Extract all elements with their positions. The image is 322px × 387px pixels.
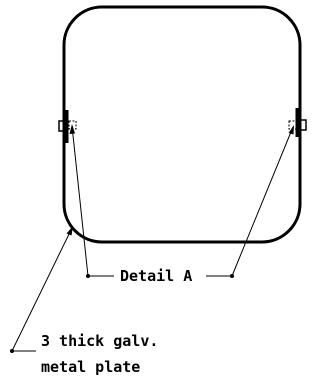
detail-a-right-leader bbox=[231, 126, 294, 277]
right-bracket-detail bbox=[288, 108, 307, 137]
detail-a-left-arrowhead bbox=[69, 124, 75, 134]
detail-a-left-dot bbox=[86, 274, 90, 278]
detail-a-left-leader bbox=[71, 125, 89, 277]
metal-plate-label-line1: 3 thick galv. bbox=[41, 332, 158, 350]
right-plate-tab bbox=[297, 119, 307, 131]
left-plate-tab bbox=[58, 120, 68, 132]
metal-plate-label-line2: metal plate bbox=[41, 358, 140, 376]
metal-plate-leader bbox=[10, 226, 73, 353]
metal-plate-leader-line bbox=[11, 227, 73, 352]
rounded-frame-outline bbox=[62, 5, 302, 244]
detail-a-label: Detail A bbox=[120, 267, 192, 285]
metal-plate-dot bbox=[10, 349, 14, 353]
detail-a-leaders bbox=[69, 124, 294, 278]
detail-a-right-arrowhead bbox=[288, 125, 294, 135]
detail-a-right-dot bbox=[230, 274, 234, 278]
metal-plate-arrowhead bbox=[66, 226, 73, 236]
